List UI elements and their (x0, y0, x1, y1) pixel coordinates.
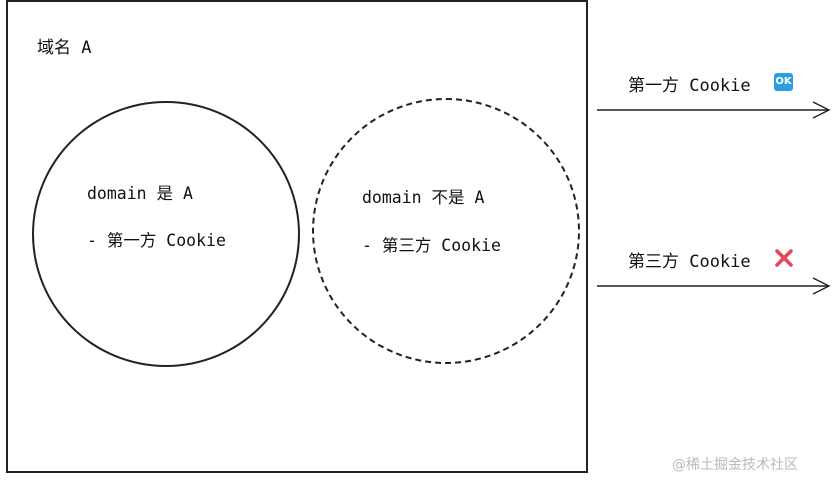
domain-box-title: 域名 A (37, 38, 92, 58)
first-party-arrow (597, 101, 831, 119)
third-party-arrow (597, 277, 831, 295)
third-party-cookie-label: - 第三方 Cookie (362, 236, 501, 255)
watermark-text: @稀土掘金技术社区 (672, 457, 798, 473)
ok-icon: OK (774, 73, 793, 91)
third-party-circle (312, 98, 580, 364)
first-party-flow-label: 第一方 Cookie (628, 76, 751, 96)
first-party-cookie-label: - 第一方 Cookie (87, 231, 226, 250)
first-party-circle (32, 101, 300, 367)
third-party-flow-label: 第三方 Cookie (628, 252, 751, 272)
domain-a-box (6, 0, 588, 473)
cross-icon (775, 249, 793, 267)
third-party-domain-label: domain 不是 A (362, 188, 485, 207)
first-party-domain-label: domain 是 A (87, 184, 193, 203)
